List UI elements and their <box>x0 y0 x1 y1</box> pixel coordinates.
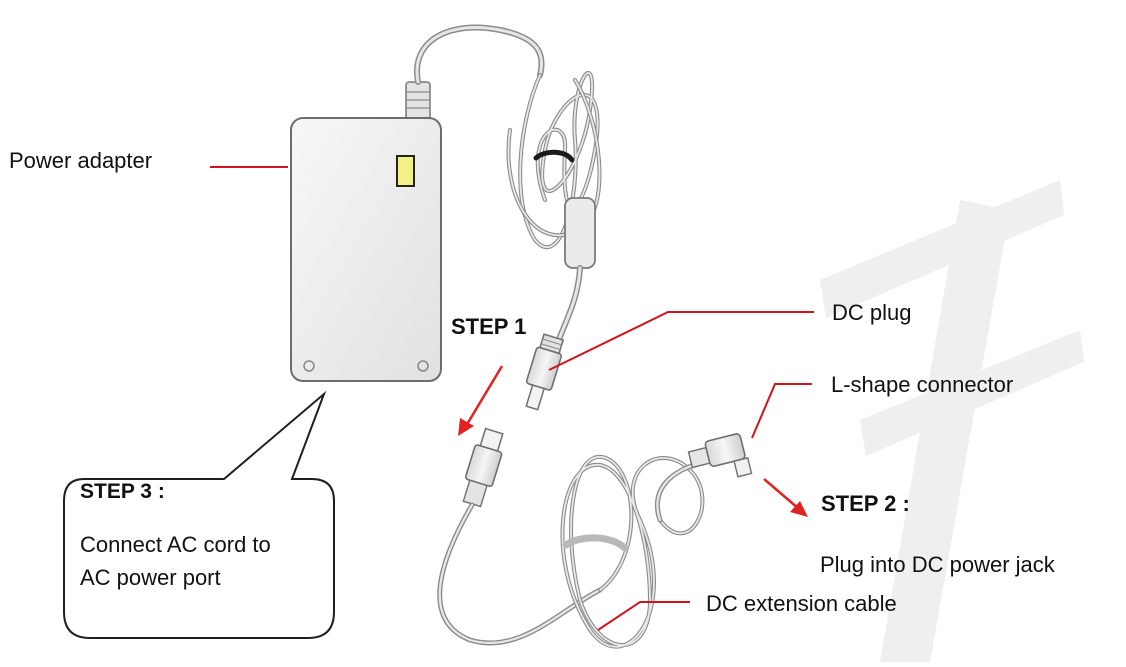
step3-callout: STEP 3 : Connect AC cord to AC power por… <box>80 480 350 595</box>
screw-hole <box>417 360 429 372</box>
dc-plug <box>525 333 565 411</box>
label-l-shape-connector: L-shape connector <box>831 372 1014 397</box>
power-adapter <box>290 81 442 382</box>
led-indicator <box>396 155 415 187</box>
arrow-head <box>790 501 808 517</box>
leader-lines <box>210 166 814 631</box>
l-shape-connector <box>687 433 753 478</box>
leader-l-shape-connector <box>751 383 812 439</box>
step2-text: Plug into DC power jack <box>820 552 1055 577</box>
step3-text: Connect AC cord to AC power port <box>80 528 350 595</box>
step3-text-line2: AC power port <box>80 565 221 591</box>
step-arrows <box>458 365 808 517</box>
step3-text-line1: Connect AC cord to <box>80 532 271 557</box>
watermark <box>820 180 1084 662</box>
arrow-head <box>458 418 474 436</box>
dc-extension-cable <box>437 427 708 649</box>
leader-dc-plug <box>548 311 814 371</box>
step3-title: STEP 3 : <box>80 480 165 503</box>
screw-hole <box>303 360 315 372</box>
label-power-adapter: Power adapter <box>9 148 153 173</box>
step1-title: STEP 1 <box>451 314 527 339</box>
label-dc-plug: DC plug <box>832 300 912 325</box>
leader-dc-extension-cable <box>597 601 690 631</box>
step2-title: STEP 2 : <box>821 491 910 516</box>
label-dc-extension-cable: DC extension cable <box>706 591 897 616</box>
step3-callout-bubble <box>63 390 335 639</box>
adapter-cable <box>413 24 602 345</box>
